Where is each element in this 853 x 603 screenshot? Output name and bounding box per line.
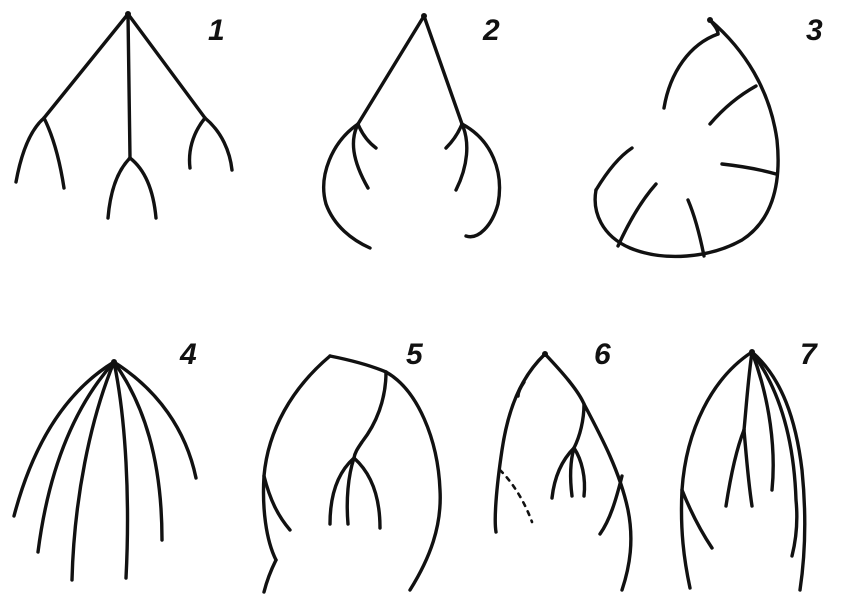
panel-7-label: 7	[800, 338, 818, 371]
panel-4-label: 4	[179, 338, 197, 371]
panel-5-veins	[264, 356, 441, 592]
panel-3-veins	[595, 17, 778, 256]
panel-5: 5	[264, 338, 441, 592]
panel-4: 4	[14, 338, 197, 580]
panel-6-label: 6	[594, 338, 611, 371]
panel-2-label: 2	[482, 14, 500, 47]
panel-6: 6	[495, 338, 631, 590]
panel-1: 1	[16, 11, 232, 218]
panel-3-label: 3	[806, 14, 823, 47]
panel-5-label: 5	[406, 338, 424, 371]
panel-7-veins	[681, 349, 804, 590]
panel-2: 2	[324, 13, 500, 248]
panel-4-veins	[14, 359, 196, 580]
panel-1-label: 1	[208, 14, 225, 47]
panel-3: 3	[595, 14, 823, 256]
panel-2-veins	[324, 13, 500, 248]
panel-7: 7	[681, 338, 818, 590]
panel-6-veins	[495, 351, 631, 590]
panel-1-veins	[16, 11, 232, 218]
